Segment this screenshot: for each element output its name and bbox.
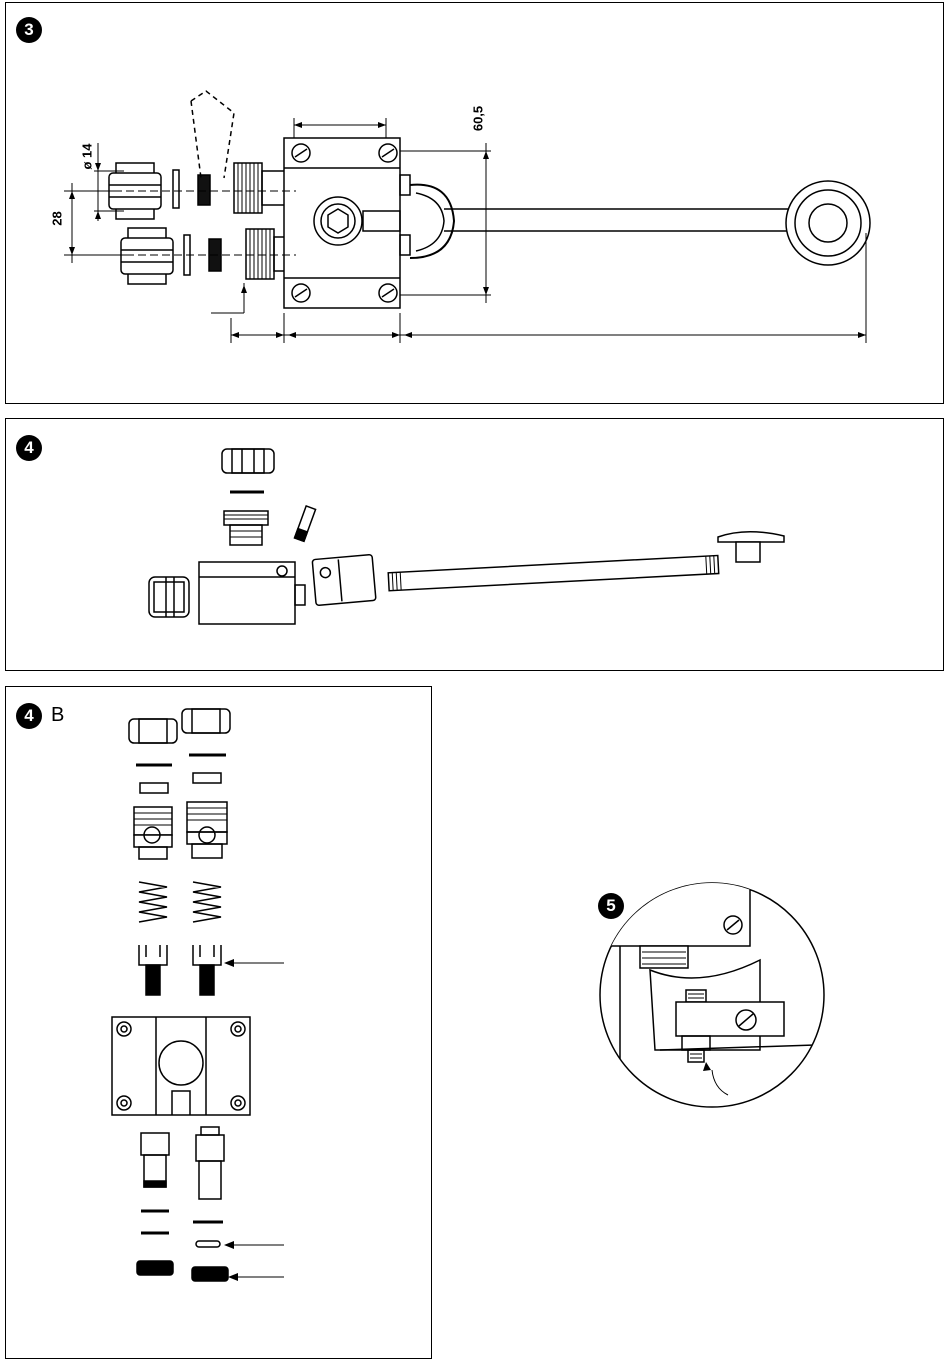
figure-5-detail <box>0 0 950 1365</box>
